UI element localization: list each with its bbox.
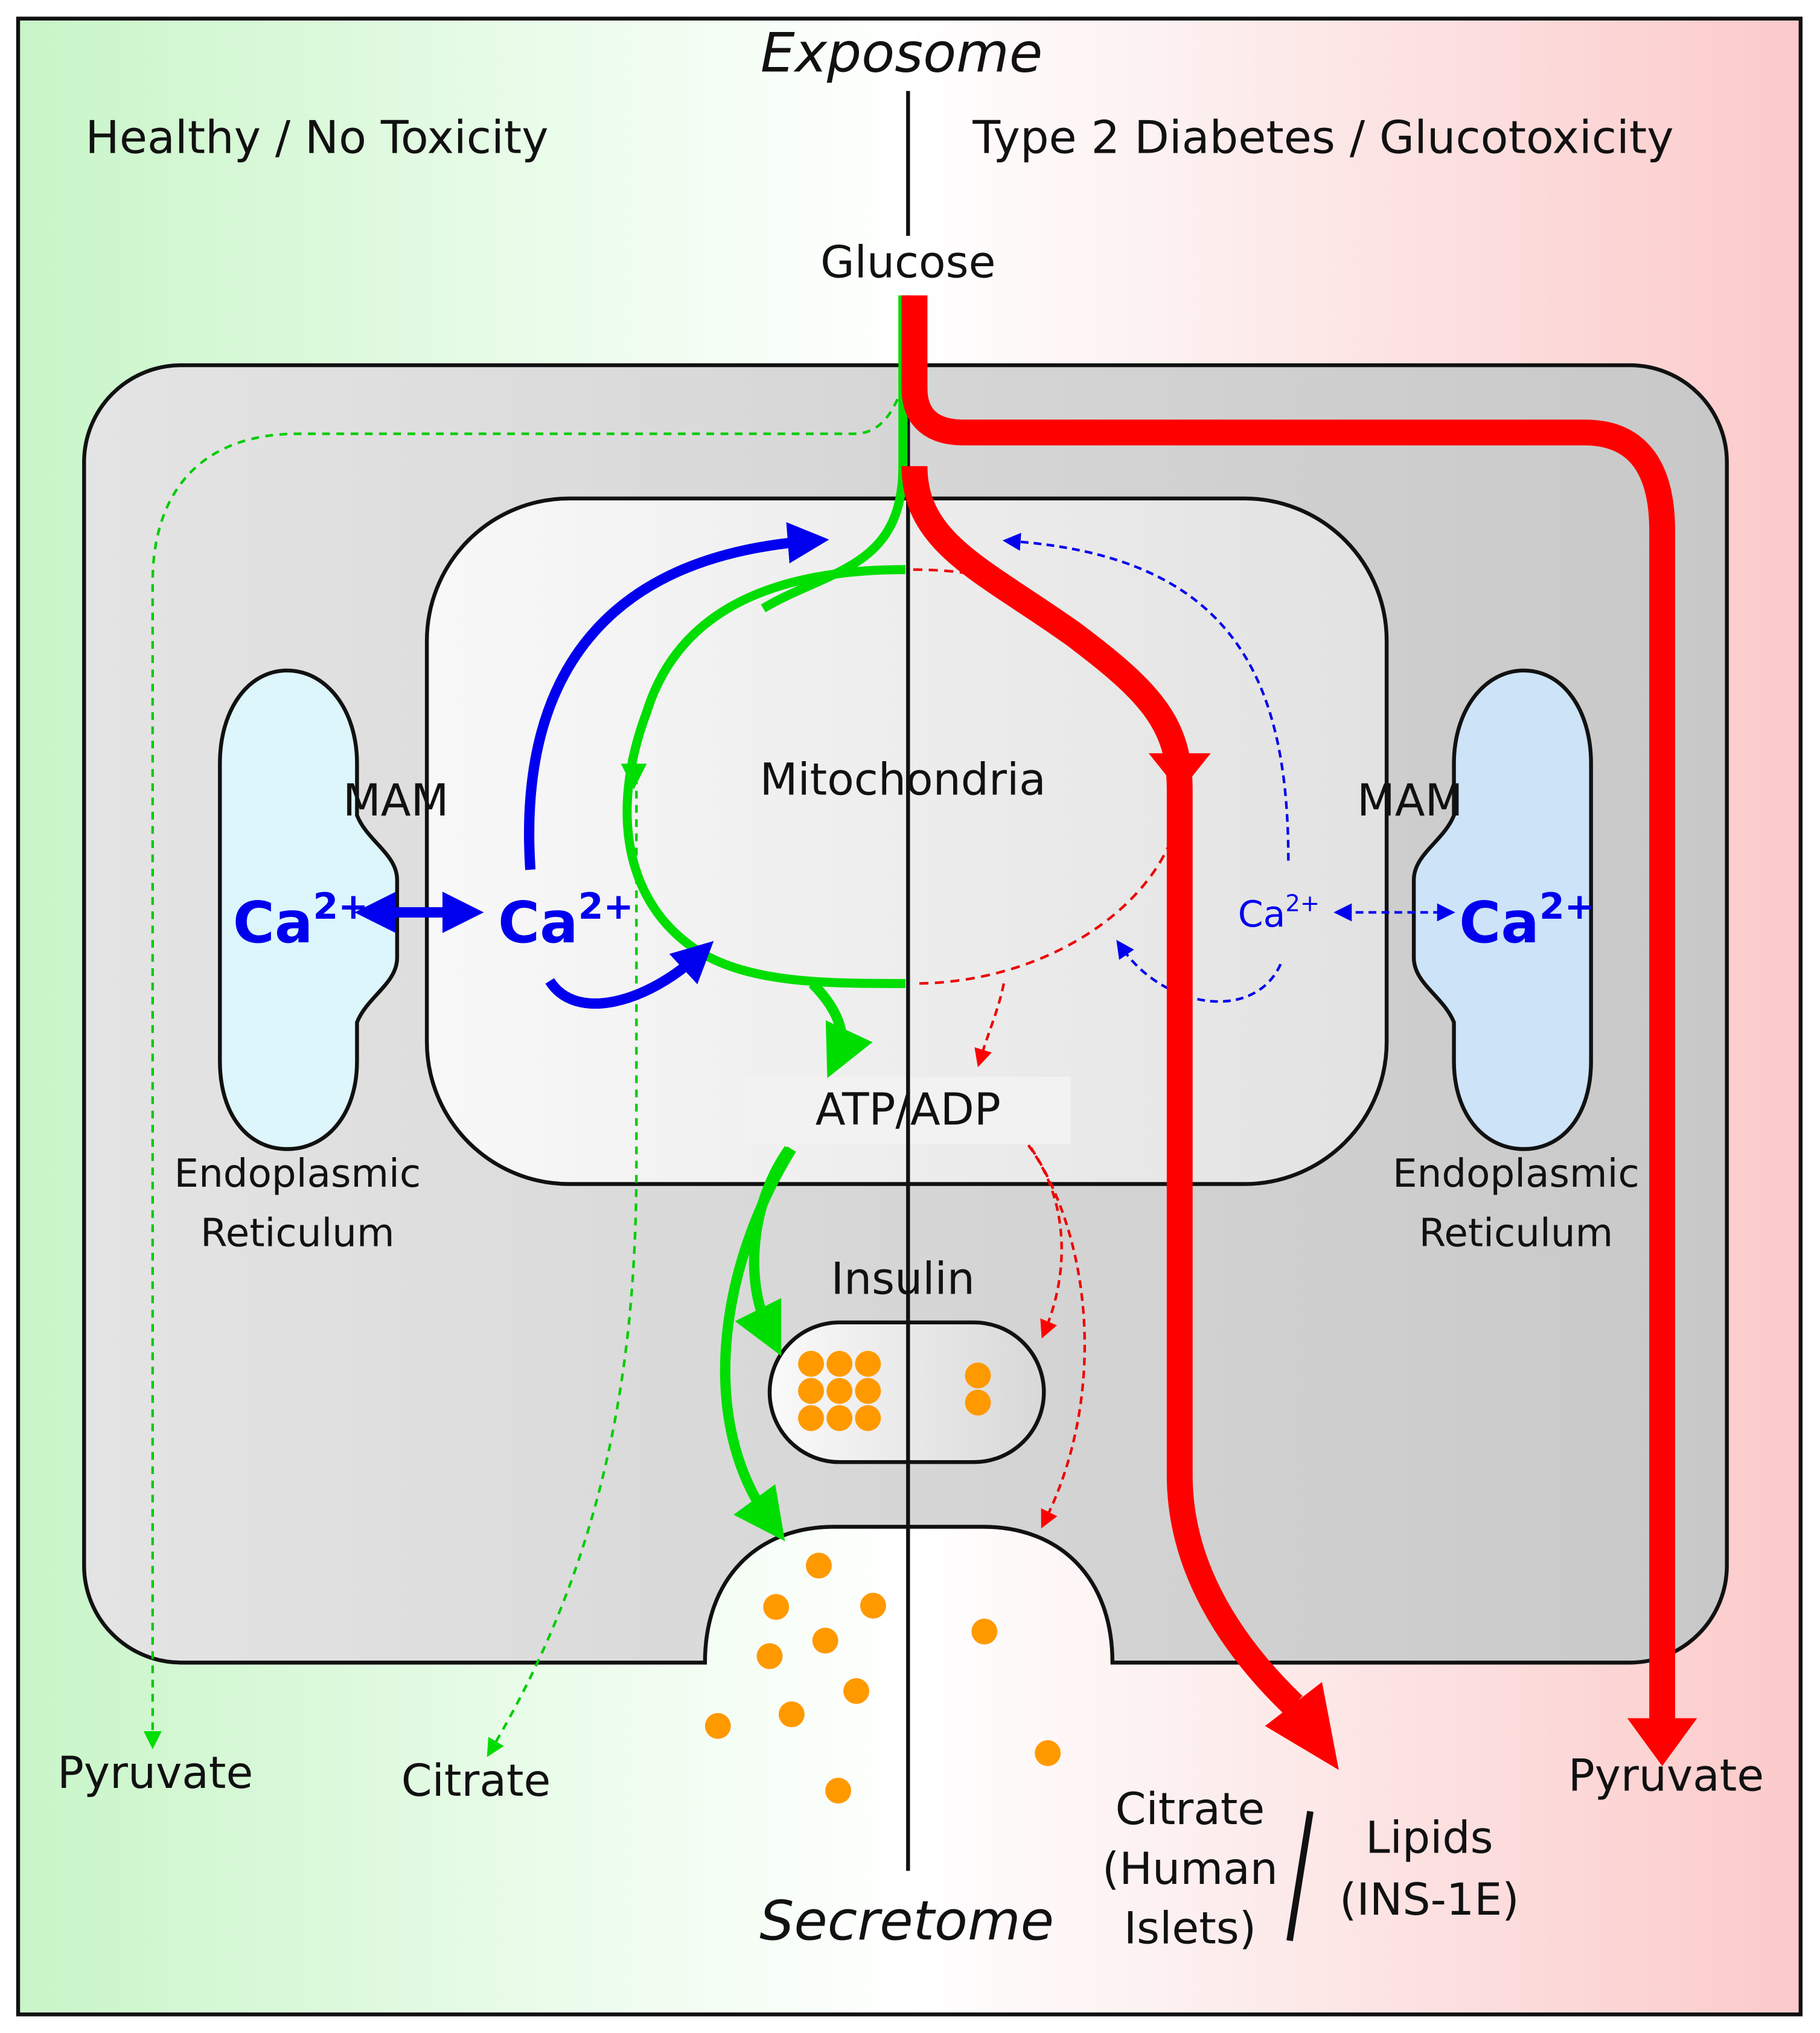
secreted-granule: [756, 1643, 783, 1670]
secreted-granule: [843, 1678, 869, 1704]
mito-calcium-right-charge: 2+: [1285, 890, 1320, 917]
green-atp-arrow: [808, 980, 873, 1079]
left-er-calcium-base: Ca: [233, 890, 313, 956]
insulin-label: Insulin: [831, 1254, 975, 1305]
red-pyruvate-flux-arrow: [901, 295, 1675, 1731]
lipids-label-line2: (INS-1E): [1339, 1874, 1519, 1926]
secreted-granule: [971, 1618, 998, 1645]
secreted-granule: [704, 1712, 731, 1739]
green-tca-cycle: [622, 565, 906, 988]
insulin-granule: [826, 1377, 853, 1404]
atp-adp-label: ATP/ADP: [816, 1084, 1001, 1135]
mito-calcium-left-charge: 2+: [578, 886, 634, 928]
red-lipid-citrate-flux-arrow: [901, 465, 1303, 1715]
left-er-label-line1: Endoplasmic: [174, 1151, 421, 1196]
secreted-granule: [1035, 1740, 1061, 1766]
right-er-label-line2: Reticulum: [1419, 1210, 1614, 1256]
green-secretion-arrow: [720, 1146, 796, 1542]
right-er-calcium-base: Ca: [1459, 890, 1539, 956]
secreted-granule: [806, 1553, 832, 1579]
insulin-granule: [855, 1405, 881, 1431]
green-glucose-stem: [761, 295, 908, 613]
insulin-granules-healthy: [798, 1350, 881, 1431]
output-separator-slash: [1286, 1810, 1314, 1941]
insulin-granule: [965, 1390, 991, 1416]
exposome-title: Exposome: [761, 22, 1043, 85]
right-er-calcium-label: Ca2+: [1459, 886, 1595, 956]
green-tca-arrowhead: [621, 764, 647, 790]
green-citrate-flux-arrow: [487, 776, 638, 1757]
left-pyruvate-label: Pyruvate: [57, 1747, 253, 1799]
insulin-granule: [826, 1350, 853, 1377]
insulin-granule: [798, 1350, 824, 1377]
left-endoplasmic-reticulum: [218, 668, 400, 1151]
insulin-granule: [798, 1405, 824, 1431]
left-er-calcium-charge: 2+: [313, 886, 369, 928]
secreted-granule: [779, 1701, 805, 1728]
left-er-label-line2: Reticulum: [200, 1210, 395, 1256]
secreted-granule: [860, 1592, 886, 1619]
secreted-granule: [825, 1778, 851, 1804]
mito-calcium-left-label: Ca2+: [498, 886, 634, 956]
left-mam-label: MAM: [343, 775, 449, 826]
insulin-granule: [826, 1405, 853, 1431]
green-pyruvate-flux-arrow: [143, 385, 904, 1749]
secreted-insulin-granules: [704, 1553, 1061, 1804]
blue-dashed-calcium-up-arrow: [1002, 532, 1290, 861]
red-lipid-arrowhead: [1265, 1682, 1339, 1770]
mitochondria-label: Mitochondria: [760, 755, 1046, 806]
secreted-granule: [763, 1594, 790, 1620]
blue-dashed-calcium-tca-arrow: [1116, 940, 1282, 1003]
blue-calcium-tca-arrow: [545, 940, 714, 1009]
red-secretion-arrow-dashed: [1030, 1147, 1086, 1529]
healthy-panel-label: Healthy / No Toxicity: [85, 111, 548, 164]
insulin-granule: [855, 1350, 881, 1377]
red-mito-arrowhead: [1148, 753, 1211, 793]
mito-calcium-right-base: Ca: [1238, 893, 1286, 936]
left-er-calcium-label: Ca2+: [233, 886, 369, 956]
red-tca-cycle-dashed: [913, 568, 1172, 985]
right-mam-label: MAM: [1357, 775, 1463, 826]
right-citrate-label-line2: (Human: [1102, 1843, 1278, 1895]
red-insulin-arrow-dashed: [1027, 1144, 1063, 1339]
insulin-granule: [798, 1377, 824, 1404]
red-pyruvate-arrowhead: [1627, 1718, 1697, 1766]
mito-calcium-right-label: Ca2+: [1238, 890, 1320, 936]
red-atp-arrow-dashed: [974, 983, 1005, 1067]
insulin-granule: [965, 1362, 991, 1389]
insulin-granules-toxic: [965, 1362, 991, 1416]
right-endoplasmic-reticulum: [1411, 668, 1593, 1151]
secreted-granule: [812, 1627, 838, 1654]
left-citrate-label: Citrate: [401, 1755, 551, 1807]
right-pyruvate-label: Pyruvate: [1568, 1751, 1764, 1802]
lipids-label-line1: Lipids: [1365, 1812, 1493, 1863]
blue-calcium-up-arrow: [523, 522, 829, 870]
secretome-title: Secretome: [759, 1889, 1054, 1953]
diabetes-panel-label: Type 2 Diabetes / Glucotoxicity: [972, 111, 1673, 164]
mito-calcium-left-base: Ca: [498, 890, 578, 956]
right-citrate-label-line3: Islets): [1124, 1903, 1256, 1954]
right-citrate-label-line1: Citrate: [1116, 1784, 1265, 1835]
right-er-label-line1: Endoplasmic: [1393, 1151, 1640, 1196]
insulin-granule: [855, 1377, 881, 1404]
right-er-calcium-charge: 2+: [1539, 886, 1595, 928]
glucose-label: Glucose: [820, 237, 995, 288]
